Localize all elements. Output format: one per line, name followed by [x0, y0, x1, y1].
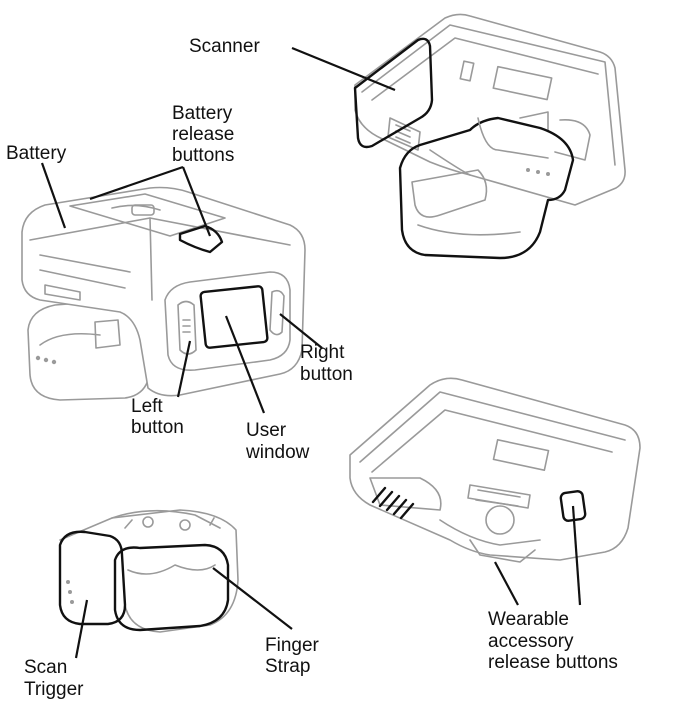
leader-left-button: [176, 340, 192, 398]
leader-user-window: [224, 315, 266, 414]
main-device-illustration: [21, 186, 306, 401]
scanner-window: [353, 37, 434, 149]
label-scan-trigger-line1: Scan: [24, 657, 67, 678]
label-finger-strap-line1: Finger: [265, 635, 320, 656]
battery-release-button: [178, 224, 224, 254]
label-scan-trigger-line2: Trigger: [24, 679, 84, 700]
leader-battery-release-left: [89, 165, 184, 201]
right-button: [269, 289, 285, 336]
label-wearable-line3: release buttons: [488, 652, 618, 673]
leader-battery: [40, 162, 67, 229]
label-battery: Battery: [6, 143, 67, 164]
finger-strap: [113, 543, 230, 632]
finger-strap-illustration: [58, 509, 239, 633]
label-right-button-line1: Right: [300, 342, 345, 363]
part-labels: Scanner Battery Battery release buttons …: [6, 36, 618, 700]
connector-slots: [371, 486, 415, 520]
leader-wearable-strap: [494, 561, 519, 606]
scan-trigger: [58, 530, 127, 626]
leader-wearable-release: [571, 505, 582, 606]
label-user-window-line1: User: [246, 420, 287, 441]
label-left-button-line2: button: [131, 417, 184, 438]
label-right-button-line2: button: [300, 364, 353, 385]
label-finger-strap-line2: Strap: [265, 656, 310, 677]
label-left-button-line1: Left: [131, 396, 163, 417]
leader-scanner: [291, 46, 396, 92]
wearable-view-illustration: [349, 377, 641, 563]
label-battery-release-line3: buttons: [172, 145, 234, 166]
label-scanner: Scanner: [189, 36, 260, 57]
label-wearable-line2: accessory: [488, 631, 574, 652]
leader-right-button: [279, 313, 323, 349]
scanner-view-illustration: [353, 13, 626, 260]
label-wearable-line1: Wearable: [488, 609, 569, 630]
leader-finger-strap: [212, 567, 293, 630]
left-button: [177, 300, 197, 355]
leader-battery-release-right: [181, 166, 212, 237]
leader-lines: [40, 46, 582, 659]
label-user-window-line2: window: [245, 442, 310, 463]
scanner-ring-strap: [398, 116, 575, 260]
leader-scan-trigger: [74, 599, 89, 659]
label-battery-release-line1: Battery: [172, 103, 233, 124]
label-battery-release-line2: release: [172, 124, 234, 145]
